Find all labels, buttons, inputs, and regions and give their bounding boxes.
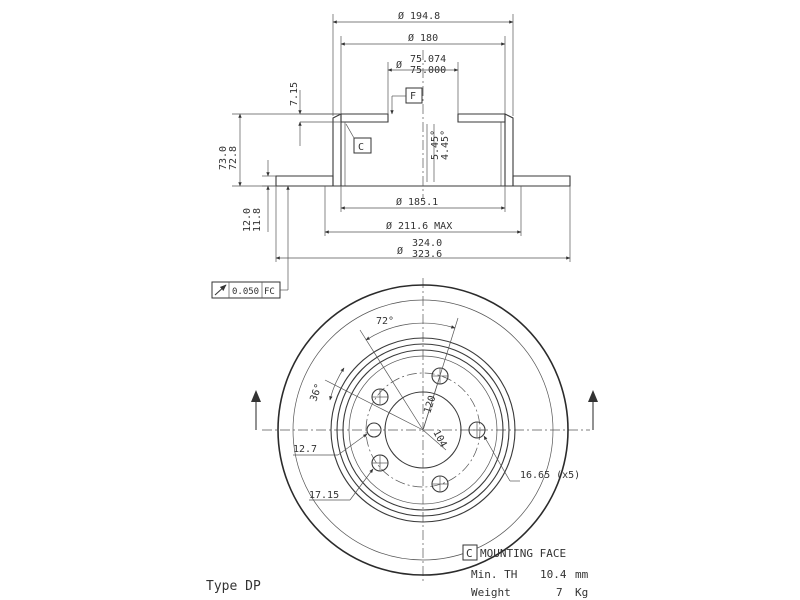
datum-c-label: C bbox=[358, 142, 364, 153]
weight-value: 7 bbox=[556, 586, 563, 599]
datum-f-label: F bbox=[410, 91, 416, 102]
runout-datum: FC bbox=[264, 287, 275, 297]
section-view: Ø 194.8 Ø 180 Ø 75.074 75.000 F C 7.15 7… bbox=[211, 10, 571, 299]
type-label: Type DP bbox=[206, 579, 261, 594]
disc-inner-edge bbox=[292, 299, 554, 561]
dim-thickness-max: 12.0 bbox=[242, 208, 253, 232]
bolt-hole bbox=[371, 454, 389, 472]
bolt-holes bbox=[366, 367, 486, 493]
dim-bore-symbol: Ø bbox=[396, 59, 402, 71]
notes-block: C MOUNTING FACE Min. TH 10.4 mm Weight 7… bbox=[206, 544, 589, 599]
dim-dia-180: Ø 180 bbox=[408, 32, 438, 44]
mounting-face-marker-box bbox=[462, 544, 478, 561]
dim-outer-min: 323.6 bbox=[412, 249, 442, 260]
disc-outer-edge bbox=[277, 284, 569, 576]
datum-f-box bbox=[405, 87, 423, 104]
dim-height-max: 73.0 bbox=[218, 146, 229, 170]
angle-36: 36° bbox=[308, 382, 325, 403]
dim-hole-12-7: 12.7 bbox=[293, 444, 317, 455]
dim-outer-max: 324.0 bbox=[412, 238, 442, 249]
dim-bore-max: 75.074 bbox=[410, 54, 446, 65]
dim-dia-211: Ø 211.6 MAX bbox=[386, 220, 452, 232]
dim-chamfer: 5.45° bbox=[430, 130, 441, 160]
section-arrow-right-icon bbox=[588, 390, 598, 402]
dim-chamfer-alt: 4.45° bbox=[440, 130, 451, 160]
front-view: 72° 36° 120 104 12.7 17.15 16.65 (x5) bbox=[251, 278, 598, 582]
dim-height-min: 72.8 bbox=[228, 146, 239, 170]
bolt-hole bbox=[468, 421, 486, 439]
min-th-unit: mm bbox=[575, 568, 589, 581]
mounting-face-label: MOUNTING FACE bbox=[480, 547, 566, 560]
angle-72: 72° bbox=[376, 316, 394, 327]
dim-bore-min: 75.000 bbox=[410, 65, 446, 76]
dim-hole-16-65: 16.65 (x5) bbox=[520, 470, 580, 481]
weight-unit: Kg bbox=[575, 586, 588, 599]
center-bore bbox=[384, 391, 462, 469]
dim-dia-185: Ø 185.1 bbox=[396, 196, 438, 208]
dim-outer-symbol: Ø bbox=[397, 245, 403, 257]
datum-c-box bbox=[353, 137, 372, 154]
weight-label: Weight bbox=[471, 586, 511, 599]
bolt-hole bbox=[431, 475, 449, 493]
bolt-hole bbox=[371, 388, 389, 406]
dim-hat-thickness: 7.15 bbox=[289, 82, 300, 106]
section-arrow-left-icon bbox=[251, 390, 261, 402]
min-th-value: 10.4 bbox=[540, 568, 567, 581]
runout-value: 0.050 bbox=[232, 287, 259, 297]
dim-pcd-120: 120 bbox=[422, 394, 438, 415]
dim-hole-17-15: 17.15 bbox=[309, 490, 339, 501]
min-th-label: Min. TH bbox=[471, 568, 517, 581]
dim-thickness-min: 11.8 bbox=[252, 208, 263, 232]
dim-dia-194: Ø 194.8 bbox=[398, 10, 440, 22]
mounting-face-marker: C bbox=[466, 547, 473, 560]
runout-icon bbox=[214, 284, 227, 296]
locating-hole bbox=[366, 422, 382, 438]
runout-tolerance-frame: 0.050 FC bbox=[211, 185, 290, 299]
